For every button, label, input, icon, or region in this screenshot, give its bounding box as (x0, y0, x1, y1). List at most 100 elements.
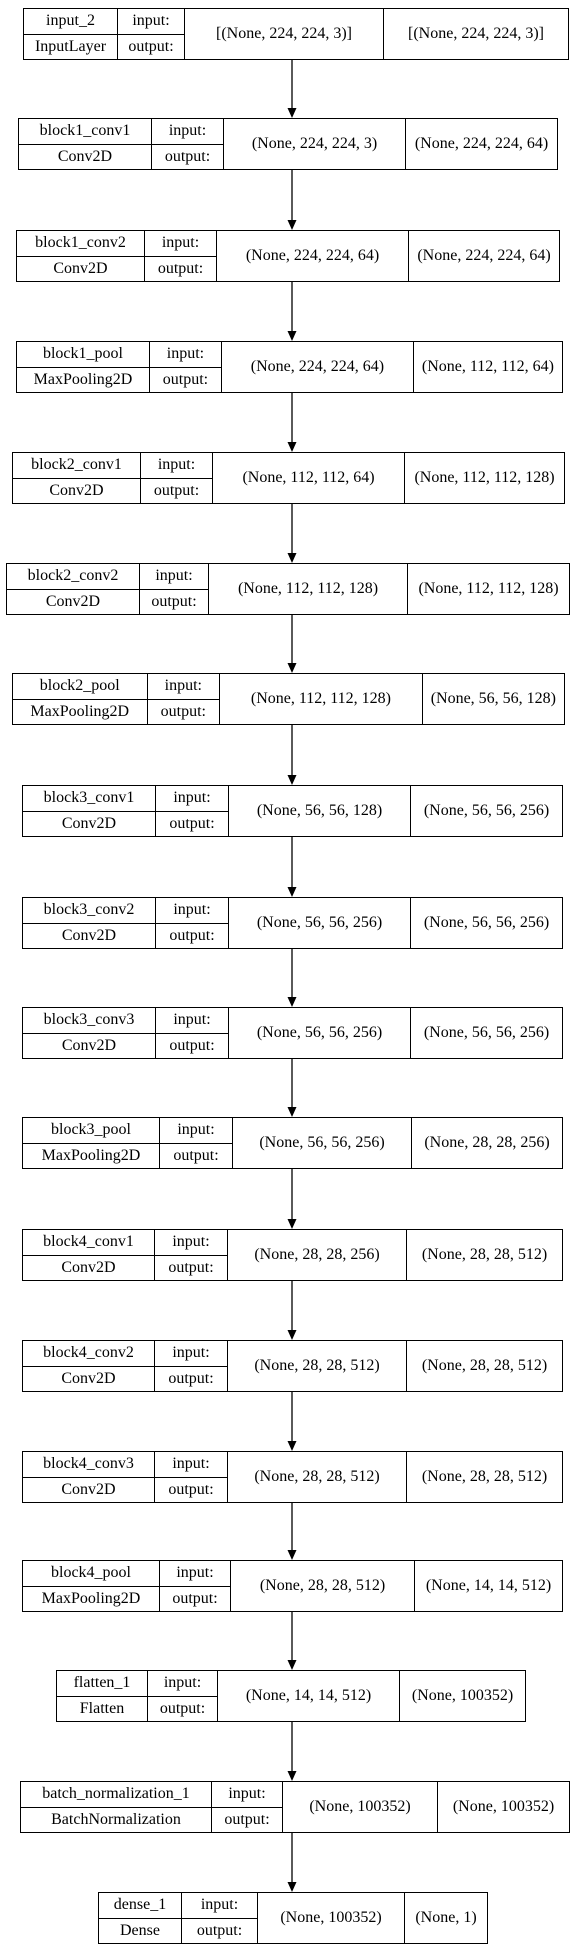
io-label-column: input:output: (212, 1782, 283, 1832)
input-label: input: (200, 1896, 239, 1914)
input-label: input: (163, 1674, 202, 1692)
output-label: output: (182, 1917, 257, 1944)
arrowhead-icon (287, 331, 297, 341)
layer-name: block4_conv2 (43, 1344, 134, 1362)
input-shape: (None, 28, 28, 512) (228, 1341, 407, 1391)
output-shape: (None, 100352) (411, 1687, 514, 1704)
arrowhead-icon (287, 1219, 297, 1229)
output-shape: (None, 14, 14, 512) (425, 1577, 552, 1594)
layer-type: Conv2D (23, 922, 155, 949)
layer-name: flatten_1 (73, 1674, 131, 1692)
layer-name: block4_conv1 (43, 1233, 134, 1251)
layer-type: Conv2D (7, 588, 139, 615)
input-shape: (None, 224, 224, 64) (222, 342, 414, 392)
layer-type: InputLayer (24, 33, 117, 60)
output-shape: (None, 112, 112, 64) (421, 358, 554, 375)
output-label: output: (149, 366, 221, 393)
input-label: input: (132, 12, 170, 30)
io-label-column: input:output: (156, 1008, 229, 1058)
input-shape: (None, 100352) (258, 1893, 405, 1943)
layer-name: block3_conv3 (43, 1011, 135, 1029)
output-shape: (None, 56, 56, 256) (423, 802, 550, 819)
layer-type: Conv2D (23, 1254, 154, 1281)
layer-name: dense_1 (113, 1896, 167, 1914)
input-shape: (None, 56, 56, 128) (229, 786, 411, 836)
output-label: output: (148, 1695, 217, 1722)
io-label-column: input:output: (118, 9, 185, 59)
arrowhead-icon (287, 1330, 297, 1340)
input-shape: (None, 224, 224, 64) (217, 231, 409, 281)
output-shape: (None, 28, 28, 512) (421, 1246, 548, 1263)
output-label: output: (155, 1365, 227, 1392)
io-label-column: input:output: (160, 1561, 231, 1611)
arrowhead-icon (287, 663, 297, 673)
input-label: input: (157, 456, 196, 474)
layer-type: Conv2D (17, 255, 144, 282)
output-label: output: (155, 1254, 227, 1281)
output-shape: (None, 112, 112, 128) (414, 469, 555, 486)
output-shape: [(None, 224, 224, 3)] (408, 25, 544, 42)
output-shape: (None, 28, 28, 512) (421, 1357, 548, 1374)
io-label-column: input: output: (147, 674, 221, 725)
output-label: output: (147, 698, 220, 725)
arrowhead-icon (287, 108, 297, 118)
arrowhead-icon (287, 1882, 297, 1892)
input-label: input: (176, 1564, 214, 1582)
layer-type: Conv2D (19, 143, 151, 170)
layer-name: block4_pool (51, 1564, 131, 1582)
layer-type: Flatten (57, 1695, 147, 1722)
layer-type: MaxPooling2D (13, 698, 147, 725)
output-shape: (None, 56, 56, 128) (430, 690, 556, 707)
input-label: input: (161, 234, 200, 252)
output-label: output: (155, 1476, 227, 1503)
output-label: output: (156, 810, 228, 837)
input-label: input: (173, 1011, 211, 1029)
input-shape: (None, 14, 14, 512) (218, 1671, 400, 1721)
io-label-column: input: output: (145, 231, 217, 281)
output-label: output: (145, 255, 216, 282)
arrowhead-icon (287, 775, 297, 785)
arrowhead-icon (287, 1771, 297, 1781)
input-label: input: (172, 1344, 210, 1362)
output-shape: (None, 28, 28, 512) (421, 1468, 548, 1485)
io-label-column: input:output: (160, 1118, 233, 1168)
arrowhead-icon (287, 442, 297, 452)
input-label: input: (155, 567, 193, 585)
input-label: input: (164, 677, 202, 695)
layer-name: block1_conv2 (35, 234, 126, 252)
layer-name: batch_normalization_1 (42, 1785, 190, 1803)
input-shape: (None, 224, 224, 3) (224, 119, 406, 169)
input-label: input: (177, 1121, 215, 1139)
input-shape: (None, 112, 112, 128) (220, 674, 423, 724)
output-shape: (None, 224, 224, 64) (417, 247, 551, 264)
input-label: input: (173, 901, 211, 919)
io-label-column: input:output: (156, 898, 229, 948)
input-label: input: (228, 1785, 266, 1803)
input-label: input: (173, 789, 211, 807)
output-label: output: (140, 588, 208, 615)
arrowhead-icon (287, 1550, 297, 1560)
layer-name: block1_pool (42, 345, 123, 363)
layer-name: block4_conv3 (43, 1455, 134, 1473)
